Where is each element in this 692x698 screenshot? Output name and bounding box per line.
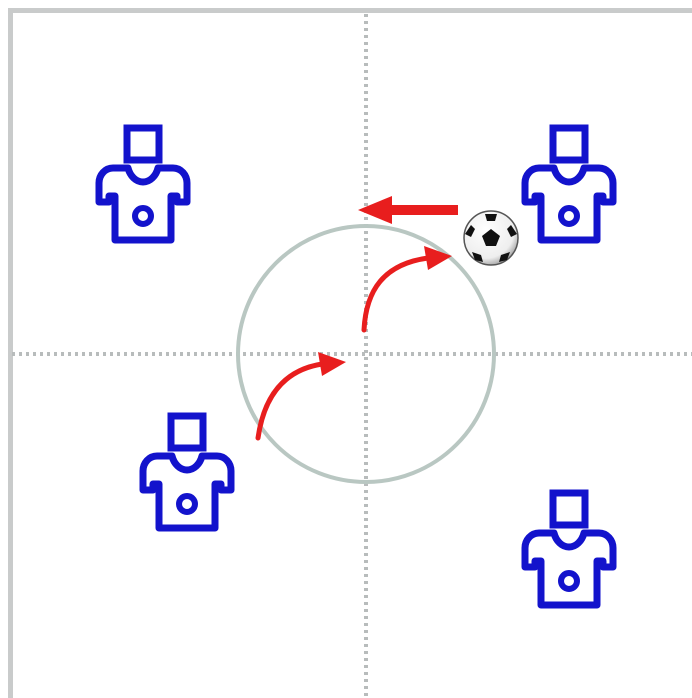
run-arrow-center-upper <box>361 246 452 333</box>
soccer-ball-icon <box>463 210 519 266</box>
player-top-left <box>99 128 187 240</box>
player-shirt-icon <box>99 128 187 240</box>
player-shirt-icon <box>143 416 231 528</box>
run-arrow-center-lower <box>255 352 346 441</box>
pass-arrow-left <box>358 196 458 224</box>
field-border <box>8 8 692 698</box>
player-top-right <box>525 128 613 240</box>
center-circle <box>236 224 496 484</box>
player-shirt-icon <box>525 128 613 240</box>
player-shirt-icon <box>525 493 613 605</box>
player-bottom-right <box>525 493 613 605</box>
player-bottom-left <box>143 416 231 528</box>
